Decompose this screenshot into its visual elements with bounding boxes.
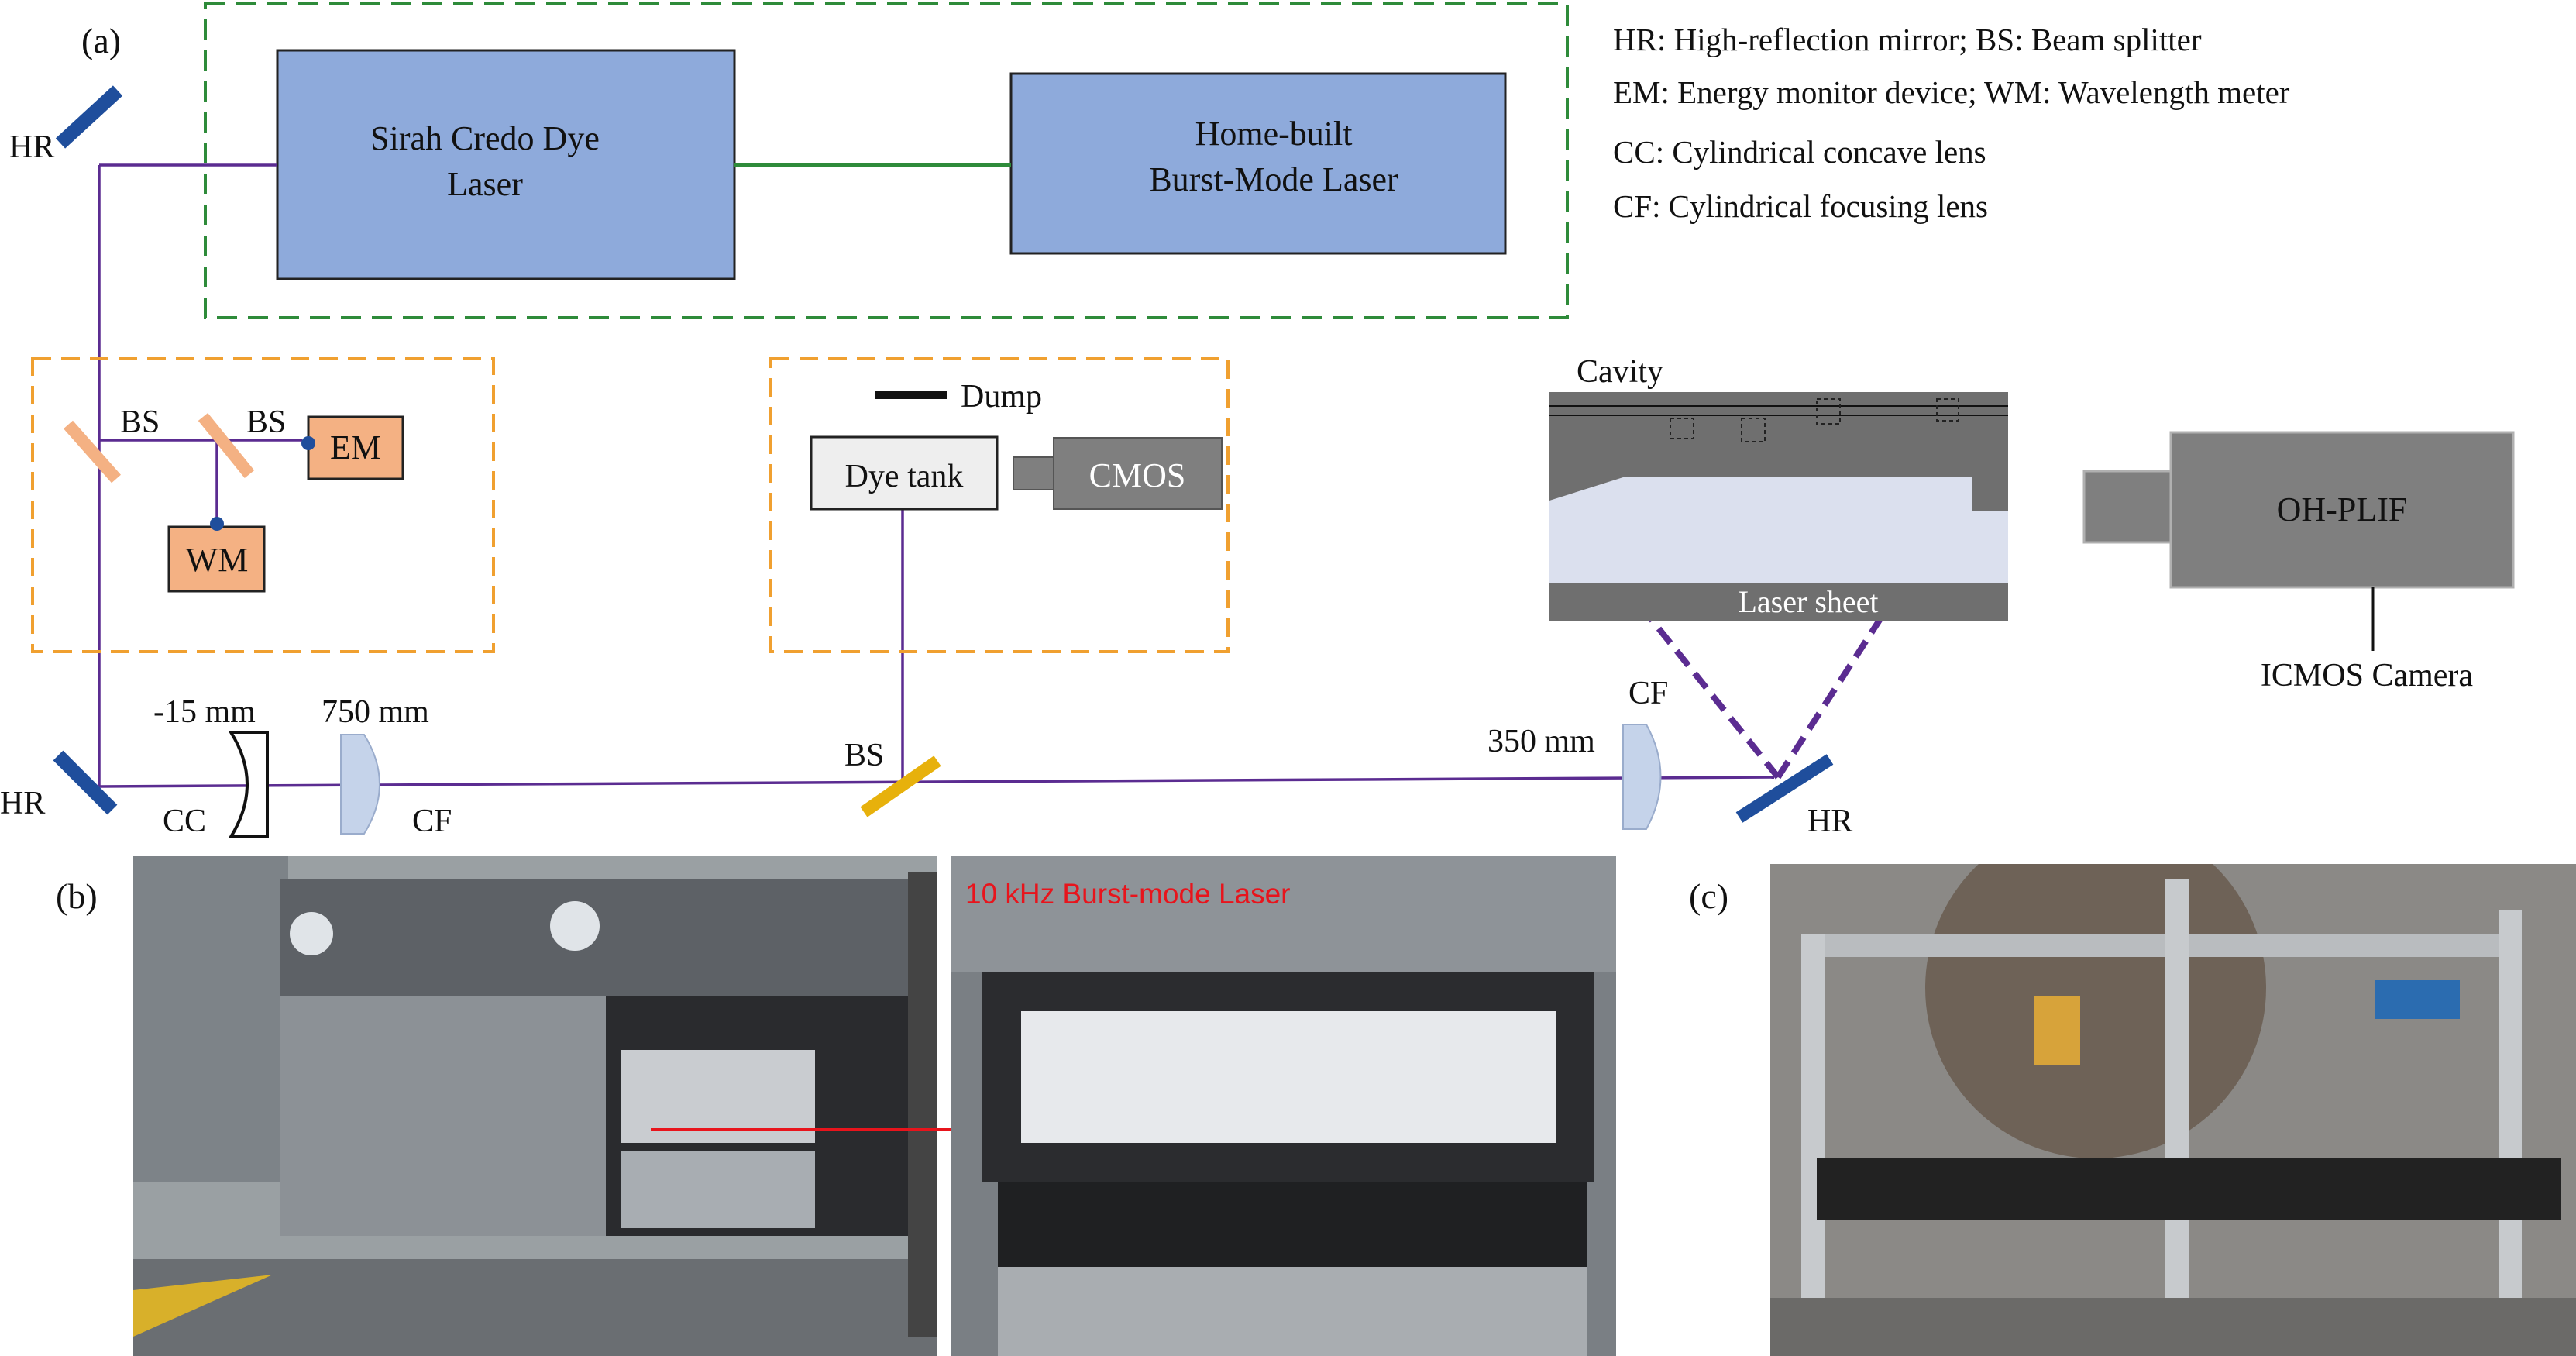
cf1-focal-label: 750 mm [322, 694, 429, 730]
cf1-label: CF [412, 804, 452, 839]
hr-right-label: HR [1807, 804, 1852, 839]
ohplif-body [2169, 431, 2515, 589]
hr-bottom-label: HR [0, 786, 45, 821]
cavity-schematic [1549, 392, 2008, 621]
cf2-lens [1622, 724, 1662, 830]
em-sensor-dot [301, 436, 315, 450]
bs1-label: BS [120, 404, 160, 440]
dye-laser-label-2: Laser [447, 165, 523, 203]
dye-laser-box [276, 49, 736, 280]
beam-splitter-2 [198, 412, 255, 479]
burst-laser-label-1: Home-built [1195, 115, 1353, 153]
dump-label: Dump [961, 379, 1042, 415]
cc-label: CC [163, 804, 206, 839]
cc-lens [228, 731, 269, 838]
cmos-body [1053, 437, 1223, 510]
photo-caption: 10 kHz Burst-mode Laser [965, 878, 1291, 910]
beam-splitter-3 [860, 755, 941, 817]
hr-top-label: HR [9, 129, 54, 165]
bs3-label: BS [844, 738, 884, 773]
legend-line-4: CF: Cylindrical focusing lens [1613, 188, 1988, 224]
burst-laser-label-2: Burst-Mode Laser [1149, 160, 1398, 198]
cf2-focal-label: 350 mm [1487, 724, 1595, 759]
legend-line-2: EM: Energy monitor device; WM: Wavelengt… [1613, 74, 2290, 110]
ohplif-label: OH-PLIF [2277, 490, 2408, 528]
dye-tank-enclosure [769, 357, 1230, 653]
wm-sensor-dot [210, 517, 224, 531]
wm-box [167, 525, 266, 593]
hr-mirror-bottom [53, 750, 118, 815]
ohplif-lens [2082, 470, 2172, 544]
laser-system-enclosure [204, 2, 1569, 319]
panel-label-a: (a) [81, 21, 121, 60]
legend-line-1: HR: High-reflection mirror; BS: Beam spl… [1613, 22, 2202, 57]
bs2-label: BS [246, 404, 286, 440]
dye-tank-label: Dye tank [845, 459, 964, 494]
dye-tank-box [810, 435, 999, 511]
cf1-lens [340, 734, 380, 835]
panel-label-c: (c) [1689, 876, 1728, 916]
hr-mirror-top [55, 85, 123, 149]
laser-sheet-label: Laser sheet [1738, 584, 1878, 619]
photo-burst-laser-closeup: 10 kHz Burst-mode Laser [951, 856, 1616, 1356]
hr-mirror-right [1735, 754, 1834, 823]
energy-monitor-enclosure [31, 357, 495, 653]
photo-burst-laser-system [133, 856, 937, 1356]
photo-test-rig [1770, 864, 2576, 1356]
legend-line-3: CC: Cylindrical concave lens [1613, 134, 1986, 170]
icmos-label: ICMOS Camera [2261, 658, 2473, 693]
cc-focal-label: -15 mm [153, 694, 256, 730]
cavity-label: Cavity [1577, 354, 1663, 390]
cmos-label: CMOS [1089, 456, 1186, 494]
beam-splitter-1 [64, 420, 121, 484]
wm-label: WM [186, 541, 249, 579]
cf2-label: CF [1628, 676, 1668, 711]
dye-laser-label-1: Sirah Credo Dye [370, 119, 600, 157]
cmos-lens [1013, 456, 1054, 490]
panel-label-b: (b) [56, 876, 98, 916]
em-label: EM [330, 428, 381, 466]
